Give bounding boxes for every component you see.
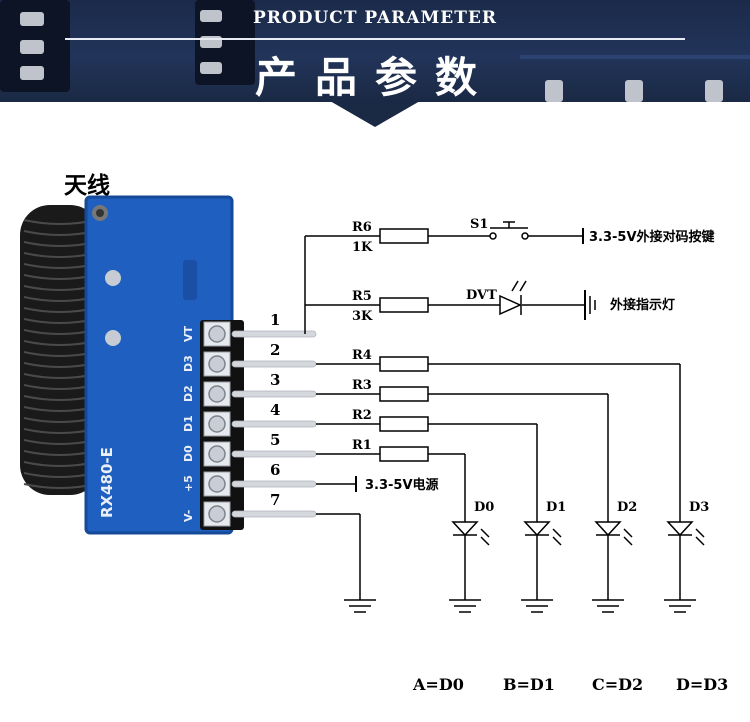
- header-pin: [208, 325, 226, 343]
- pcb-pad: [625, 80, 643, 102]
- pcb-pad: [545, 80, 563, 102]
- mapping-c: C=D2: [592, 675, 644, 694]
- s1-label: S1: [470, 217, 488, 232]
- header-banner: PRODUCT PARAMETER 产品参数: [0, 0, 750, 102]
- mapping-b: B=D1: [503, 675, 555, 694]
- board-model-label: RX480-E: [98, 447, 116, 518]
- header-pin: [208, 475, 226, 493]
- header-title-zh: 产品参数: [254, 53, 495, 102]
- pcb-trace: [520, 55, 750, 59]
- r6-label: R6: [352, 220, 372, 235]
- pin-lead: [231, 360, 317, 368]
- antenna-label: 天线: [64, 173, 110, 199]
- pcb-component: [183, 260, 197, 300]
- ground-symbol: [521, 599, 553, 613]
- led-label-d0: D0: [474, 500, 494, 515]
- pin-number: 6: [270, 461, 280, 479]
- r3-label: R3: [352, 378, 372, 393]
- silk-label: +5: [182, 475, 195, 492]
- ground-symbol: [344, 599, 376, 613]
- led-symbol: [523, 521, 562, 546]
- header-title-en: PRODUCT PARAMETER: [253, 8, 497, 28]
- r1-label: R1: [352, 438, 372, 453]
- pin-lead: [231, 480, 317, 488]
- solder-pad: [105, 330, 121, 346]
- header-pin: [208, 445, 226, 463]
- silk-label: D3: [182, 355, 195, 372]
- dvt-label: DVT: [466, 288, 497, 303]
- r5-label: R5: [352, 289, 372, 304]
- resistor-r2: [379, 416, 429, 432]
- pin-number: 7: [270, 491, 280, 509]
- header-notch: [330, 101, 420, 127]
- ground-symbol: [592, 599, 624, 613]
- pcb-pad: [20, 12, 44, 26]
- silk-label: VT: [182, 325, 195, 342]
- wiring: [304, 235, 681, 600]
- pin-lead: [231, 450, 317, 458]
- resistor-r4: [379, 356, 429, 372]
- pin-number: 3: [270, 371, 280, 389]
- header-pin: [208, 415, 226, 433]
- pin-lead: [231, 330, 317, 338]
- ground-symbol: [449, 599, 481, 613]
- silk-label: D0: [182, 445, 195, 462]
- pin-number: 1: [270, 311, 280, 329]
- led-label-d1: D1: [546, 500, 566, 515]
- resistor-r1: [379, 446, 429, 462]
- pcb-pad: [200, 10, 222, 22]
- pin1-supply-label: 3.3-5V外接对码按键: [589, 229, 715, 245]
- indicator-terminal: [584, 290, 596, 320]
- silk-label: D2: [182, 385, 195, 402]
- led-symbol: [666, 521, 705, 546]
- resistor-r5: [379, 297, 429, 313]
- header-pin: [208, 355, 226, 373]
- header-pin: [208, 385, 226, 403]
- solder-pad: [105, 270, 121, 286]
- switch-s1: [489, 221, 529, 240]
- led-dvt: [499, 280, 527, 316]
- silk-label: V-: [182, 510, 195, 522]
- power-label: 3.3-5V电源: [365, 477, 439, 493]
- r6-value: 1K: [352, 240, 373, 255]
- resistor-r6: [379, 228, 429, 244]
- pin-lead: [231, 510, 317, 518]
- pcb-pad: [705, 80, 723, 102]
- header-pin: [208, 505, 226, 523]
- mapping-a: A=D0: [413, 675, 464, 694]
- r4-label: R4: [352, 348, 372, 363]
- led-label-d2: D2: [617, 500, 637, 515]
- led-symbol: [451, 521, 490, 546]
- pcb-pad: [20, 40, 44, 54]
- pcb-pad: [20, 66, 44, 80]
- led-label-d3: D3: [689, 500, 709, 515]
- pin-lead: [231, 390, 317, 398]
- pin-number: 5: [270, 431, 280, 449]
- pcb-pad: [200, 62, 222, 74]
- resistor-r3: [379, 386, 429, 402]
- mapping-d: D=D3: [676, 675, 729, 694]
- silk-label: D1: [182, 415, 195, 432]
- pin-lead: [231, 420, 317, 428]
- header-divider: [65, 38, 685, 40]
- indicator-label: 外接指示灯: [609, 297, 675, 313]
- pin-number: 4: [270, 401, 280, 419]
- pin-number: 2: [270, 341, 280, 359]
- ground-symbol: [664, 599, 696, 613]
- led-symbol: [594, 521, 633, 546]
- r2-label: R2: [352, 408, 372, 423]
- r5-value: 3K: [352, 309, 373, 324]
